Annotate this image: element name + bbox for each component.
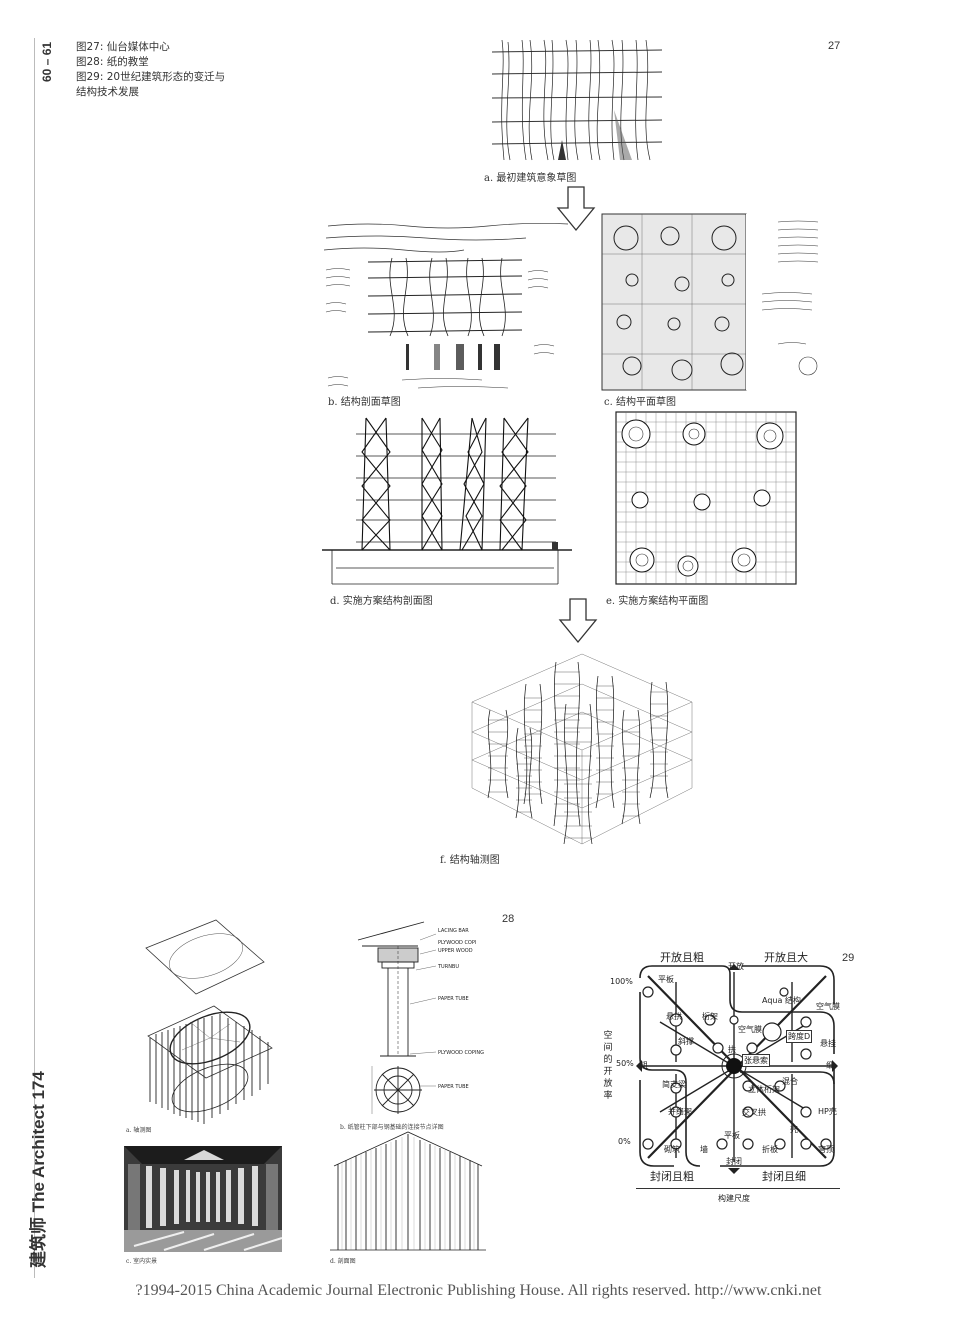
figure-29-number: 29 (842, 952, 855, 964)
y-axis-char: 间 (603, 1043, 613, 1053)
node-label: 砌筑 (664, 1145, 680, 1154)
figure-28-number: 28 (502, 913, 515, 925)
figure-27a-sketch (491, 39, 663, 161)
node-label: 壳 (790, 1125, 798, 1134)
figure-27b-caption: b. 结构剖面草图 (328, 397, 401, 408)
node-label: 桁架 (702, 1012, 718, 1021)
svg-text:PLYWOOD COPI: PLYWOOD COPI (438, 940, 476, 946)
figure-29-top-right-label: 开放且大 (764, 951, 808, 964)
figure-27f-caption: f. 结构轴测图 (440, 855, 500, 866)
figure-27e-plan (615, 411, 797, 585)
node-label: 悬挂 (820, 1039, 836, 1048)
y-axis-char: 空 (603, 1031, 613, 1041)
figure-29-right-mid-label: 细 (826, 1061, 834, 1070)
node-label: 简支梁 (662, 1080, 686, 1089)
node-label: 折板 (762, 1145, 778, 1154)
figure-27d-caption: d. 实施方案结构剖面图 (330, 596, 433, 607)
figure-29-x-axis-rule (636, 1188, 840, 1189)
figure-27c-caption: c. 结构平面草图 (604, 397, 676, 408)
node-label: 悬拱 (666, 1012, 682, 1021)
journal-title: 建筑师 The Architect 174 (29, 1071, 48, 1268)
figure-29-diagram (636, 964, 838, 1174)
y-axis-char: 率 (603, 1091, 613, 1101)
figure-28a-caption: a. 轴测图 (126, 1127, 152, 1134)
figure-29-bottom-right-label: 封闭且细 (762, 1170, 806, 1183)
legend-line: 图28: 纸的教堂 (76, 56, 149, 68)
node-label: 并络架 (668, 1107, 692, 1116)
figure-28c-caption: c. 室内实景 (126, 1258, 158, 1265)
figure-27-number: 27 (828, 40, 841, 52)
y-axis-char: 放 (603, 1079, 613, 1089)
legend-line: 图29: 20世纪建筑形态的变迁与 (76, 71, 226, 83)
figure-28c-photo (124, 1146, 283, 1252)
node-label: 平板 (724, 1131, 740, 1140)
node-label: 交叉拱 (742, 1108, 766, 1117)
figure-legend: 图27: 仙台媒体中心 图28: 纸的教堂 图29: 20世纪建筑形态的变迁与 … (76, 40, 225, 100)
figure-29-tick-0: 0% (618, 1137, 631, 1146)
node-label: 斜撑 (678, 1037, 694, 1046)
svg-text:UPPER WOOD: UPPER WOOD (438, 948, 473, 954)
node-label: Aqua 结构 (762, 996, 801, 1005)
node-label: 空气膜 (738, 1025, 762, 1034)
node-label: HP壳 (818, 1107, 837, 1116)
page-range: 60 – 61 (40, 41, 54, 82)
node-label: 空气膜 (816, 1002, 840, 1011)
figure-27b-sketch (323, 222, 569, 389)
node-label: 立体桁架 (748, 1085, 780, 1094)
y-axis-char: 开 (603, 1067, 613, 1077)
figure-27a-caption: a. 最初建筑意象草图 (484, 173, 577, 184)
margin-rule (34, 38, 35, 1278)
node-label: 混合 (782, 1077, 798, 1086)
svg-text:PAPER TUBE: PAPER TUBE (438, 996, 469, 1002)
figure-28b-detail: LACING BAR PLYWOOD COPI UPPER WOOD TURNB… (357, 921, 484, 1114)
node-label: 跨度D (786, 1030, 813, 1043)
figure-28d-section (330, 1131, 486, 1251)
y-axis-char: 的 (603, 1055, 613, 1065)
figure-27d-section (322, 417, 572, 585)
svg-text:PAPER TUBE: PAPER TUBE (438, 1084, 469, 1090)
node-label: 墙 (700, 1145, 708, 1154)
node-label: 平板 (658, 975, 674, 984)
copyright-footer: ?1994-2015 China Academic Journal Electr… (135, 1282, 822, 1299)
node-label: 穹顶 (818, 1145, 834, 1154)
down-arrow-icon (558, 598, 598, 644)
node-label: 拱 (728, 1045, 736, 1054)
figure-28d-caption: d. 剖面图 (330, 1258, 356, 1265)
figure-29-tick-50: 50% (616, 1059, 634, 1068)
svg-text:TURNBU: TURNBU (437, 964, 459, 970)
figure-27e-caption: e. 实施方案结构平面图 (606, 596, 709, 607)
figure-27c-sketch (601, 213, 822, 391)
figure-29-tick-100: 100% (610, 977, 633, 986)
figure-28a-axonometric (145, 919, 273, 1124)
figure-29-bottom-left-label: 封闭且粗 (650, 1170, 694, 1183)
figure-29-left-mid-label: 粗 (640, 1061, 648, 1070)
legend-line: 图27: 仙台媒体中心 (76, 41, 170, 53)
figure-29-top-left-label: 开放且粗 (660, 951, 704, 964)
figure-28b-caption: b. 纸管柱下部与钢基础的连接节点详图 (340, 1124, 444, 1131)
legend-line: 结构技术发展 (76, 86, 139, 98)
figure-29-x-axis-label: 构建尺度 (718, 1194, 750, 1203)
figure-27f-axonometric (471, 653, 693, 845)
svg-text:LACING BAR: LACING BAR (438, 928, 469, 934)
figure-29-y-axis-label: 空 间 的 开 放 率 (602, 1030, 614, 1102)
svg-text:PLYWOOD COPING: PLYWOOD COPING (438, 1050, 484, 1056)
node-label: 张悬索 (742, 1054, 770, 1067)
down-arrow-icon (556, 186, 596, 232)
figure-29-bottom-center-label: 封闭 (726, 1157, 742, 1166)
